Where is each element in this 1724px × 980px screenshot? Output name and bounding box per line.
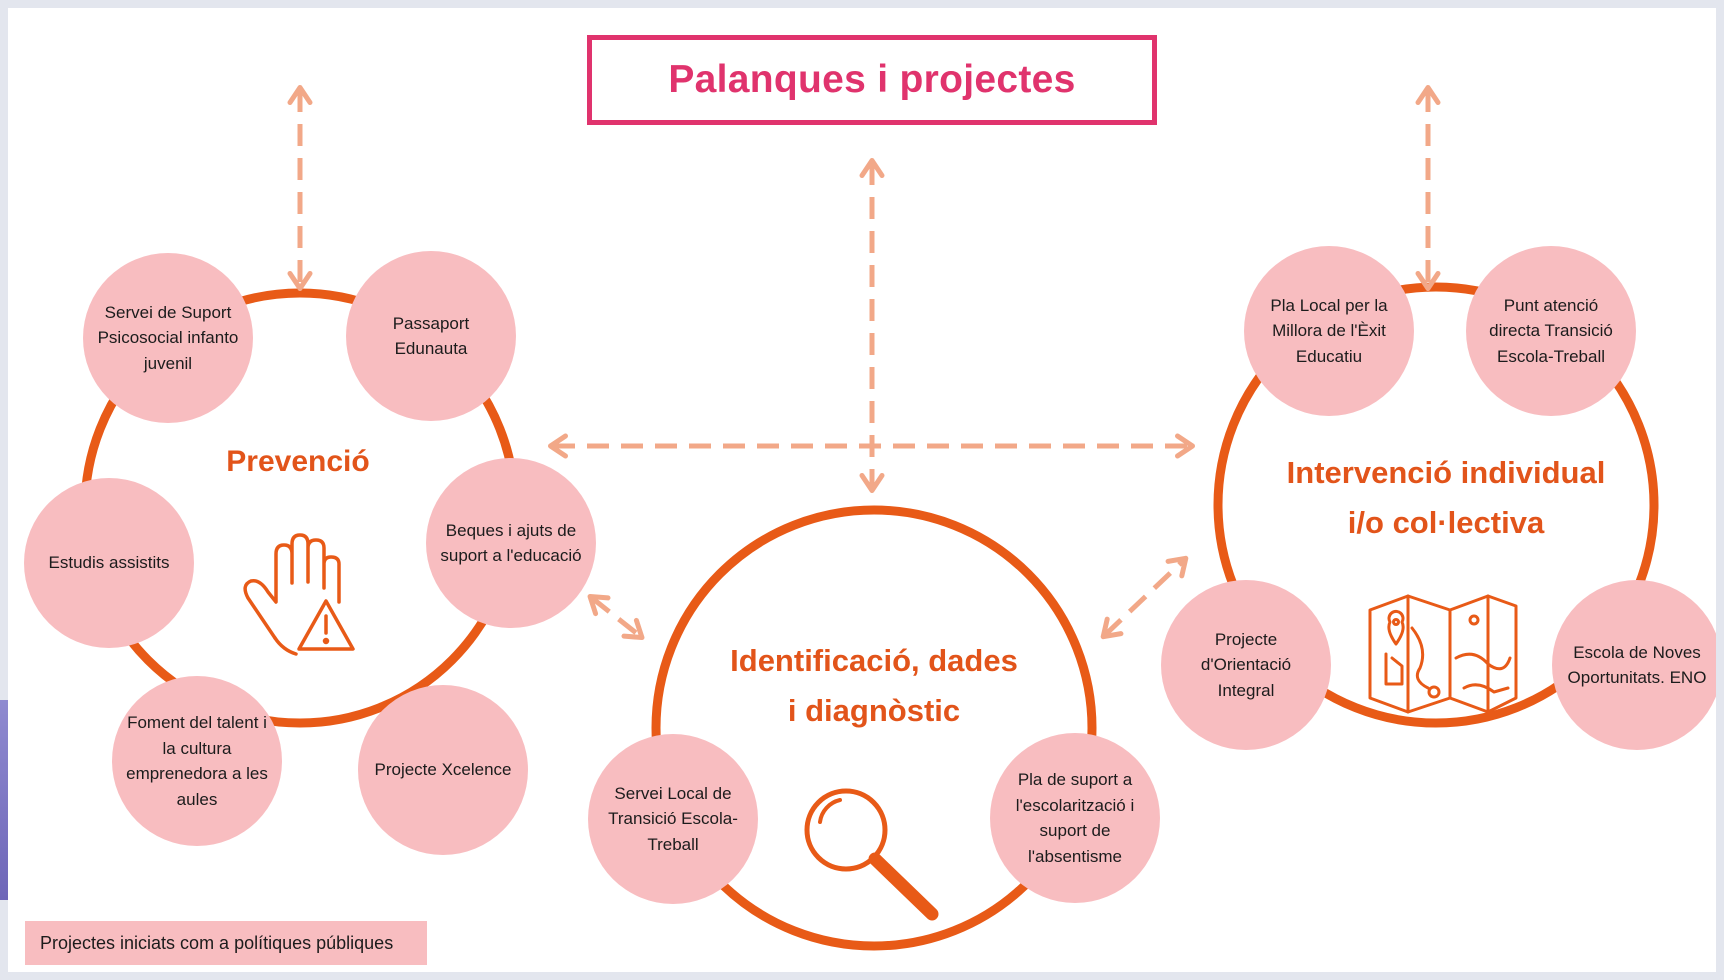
diagram-lines [80,85,1659,951]
bubble-foment-talent: Foment del talent i la cultura emprenedo… [112,676,282,846]
page-title: Palanques i projectes [587,35,1157,125]
arrow-prevencio-identificacio [587,593,645,641]
bubble-pla-local-millora: Pla Local per la Millora de l'Èxit Educa… [1244,246,1414,416]
ring-identificacio [651,505,1097,951]
cluster-title-identificacio: Identificació, dades i diagnòstic [730,643,1018,728]
hand-warning-icon [243,533,355,656]
diagram-canvas: Palanques i projectes Prevenció Servei d… [8,8,1716,972]
legend: Projectes iniciats com a polítiques públ… [25,921,427,965]
legend-label: Projectes iniciats com a polítiques públ… [40,932,394,953]
bubble-beques-ajuts: Beques i ajuts de suport a l'educació [426,458,596,628]
cluster-title-intervencio: Intervenció individual i/o col·lectiva [1286,455,1606,540]
bubble-servei-local-transicio: Servei Local de Transició Escola-Treball [588,734,758,904]
bubble-estudis-assistits: Estudis assistits [24,478,194,648]
bubble-escola-noves-oportunitats: Escola de Noves Oportunitats. ENO [1552,580,1716,750]
magnifier-icon [804,788,939,921]
map-icon [1368,594,1518,714]
bubble-punt-atencio-directa: Punt atenció directa Transició Escola-Tr… [1466,246,1636,416]
bubble-projecte-xcelence: Projecte Xcelence [358,685,528,855]
cluster-title-prevencio: Prevenció [226,445,370,478]
bubble-servei-suport-psicosocial: Servei de Suport Psicosocial infanto juv… [83,253,253,423]
bubble-passaport-edunauta: Passaport Edunauta [346,251,516,421]
bubble-projecte-orientacio: Projecte d'Orientació Integral [1161,580,1331,750]
side-decoration [0,700,10,900]
bubble-pla-suport-escolaritzacio: Pla de suport a l'escolarització i supor… [990,733,1160,903]
arrow-identificacio-intervencio [1100,555,1189,640]
